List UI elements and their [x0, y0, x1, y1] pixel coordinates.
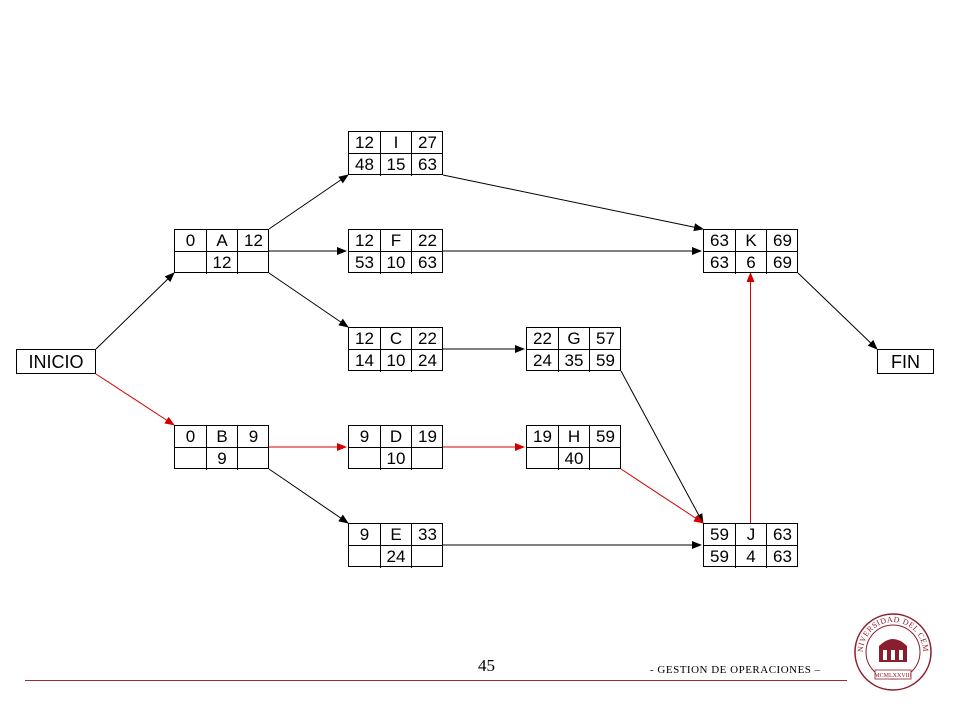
- late-start: [527, 448, 559, 470]
- late-finish: 59: [596, 351, 615, 370]
- start-label: INICIO: [28, 352, 84, 372]
- late-finish: [238, 252, 269, 274]
- activity-label: G: [559, 328, 590, 350]
- early-start: 9: [349, 426, 381, 448]
- duration: 10: [381, 252, 412, 274]
- edge-b-e: [268, 468, 349, 524]
- activity-label: C: [381, 328, 412, 350]
- early-start: 9: [349, 524, 381, 546]
- late-start: [175, 252, 207, 274]
- early-finish: 9: [238, 426, 269, 448]
- edge-inicio-a: [95, 272, 175, 350]
- activity-label: K: [736, 230, 767, 252]
- start-node: INICIO: [16, 349, 96, 374]
- edge-g-j: [620, 370, 704, 524]
- activity-node-f: 12 F 22 53 10 63: [348, 229, 443, 274]
- activity-label: I: [381, 132, 412, 154]
- early-finish: 59: [590, 426, 621, 448]
- footer-divider: [25, 680, 847, 681]
- late-start: 24: [527, 350, 559, 372]
- early-finish: 33: [412, 524, 443, 546]
- late-finish: [412, 546, 443, 568]
- activity-node-e: 9 E 33 24: [348, 523, 443, 568]
- early-start: 0: [175, 230, 207, 252]
- early-finish: 57: [590, 328, 621, 350]
- activity-node-g: 22 G 57 24 35 59: [526, 327, 621, 372]
- activity-node-h: 19 H 59 40: [526, 425, 621, 470]
- late-finish: 63: [418, 155, 437, 174]
- duration: 10: [381, 350, 412, 372]
- activity-node-a: 0 A 12 12: [174, 229, 269, 274]
- late-finish: [238, 448, 269, 470]
- activity-label: D: [381, 426, 412, 448]
- early-finish: 27: [412, 132, 443, 154]
- late-start: [175, 448, 207, 470]
- late-start: 48: [349, 154, 381, 176]
- late-finish: 63: [418, 253, 437, 272]
- late-finish: [412, 448, 443, 470]
- late-start: 63: [704, 252, 736, 274]
- duration: 12: [207, 252, 238, 274]
- activity-node-b: 0 B 9 9: [174, 425, 269, 470]
- late-finish: 63: [773, 547, 792, 566]
- edge-inicio-b-critical: [95, 373, 175, 426]
- early-finish: 12: [238, 230, 269, 252]
- early-start: 12: [349, 328, 381, 350]
- late-start: 53: [349, 252, 381, 274]
- duration: 35: [559, 350, 590, 372]
- duration: 10: [381, 448, 412, 470]
- activity-label: E: [381, 524, 412, 546]
- duration: 15: [381, 154, 412, 176]
- course-title: - GESTION DE OPERACIONES –: [650, 664, 821, 676]
- late-start: [349, 448, 381, 470]
- svg-text:MCMLXXVIII: MCMLXXVIII: [874, 673, 911, 679]
- late-finish: 24: [418, 351, 437, 370]
- late-start: 59: [704, 546, 736, 568]
- edge-h-j-critical: [620, 468, 704, 524]
- late-start: 14: [349, 350, 381, 372]
- activity-node-j: 59 J 63 59 4 63: [703, 523, 798, 568]
- early-start: 59: [704, 524, 736, 546]
- university-seal-logo: UNIVERSIDAD DEL CEMA MCMLXXVIII: [853, 612, 932, 691]
- late-finish: [590, 448, 621, 470]
- early-finish: 63: [767, 524, 798, 546]
- activity-label: H: [559, 426, 590, 448]
- activity-label: F: [381, 230, 412, 252]
- late-finish: 69: [773, 253, 792, 272]
- duration: 24: [381, 546, 412, 568]
- duration: 9: [207, 448, 238, 470]
- early-start: 19: [527, 426, 559, 448]
- activity-node-k: 63 K 69 63 6 69: [703, 229, 798, 274]
- early-finish: 69: [767, 230, 798, 252]
- duration: 4: [736, 546, 767, 568]
- activity-node-d: 9 D 19 10: [348, 425, 443, 470]
- edge-a-i: [268, 174, 349, 230]
- early-start: 0: [175, 426, 207, 448]
- activity-node-i: 12 I 27 48 15 63: [348, 131, 443, 176]
- early-finish: 22: [412, 328, 443, 350]
- edge-a-c: [268, 272, 349, 328]
- activity-node-c: 12 C 22 14 10 24: [348, 327, 443, 372]
- early-finish: 19: [412, 426, 443, 448]
- end-node: FIN: [877, 349, 934, 374]
- late-start: [349, 546, 381, 568]
- edge-k-fin: [797, 272, 878, 350]
- activity-label: A: [207, 230, 238, 252]
- activity-label: B: [207, 426, 238, 448]
- activity-label: J: [736, 524, 767, 546]
- early-finish: 22: [412, 230, 443, 252]
- end-label: FIN: [891, 352, 920, 372]
- page-number: 45: [478, 656, 495, 675]
- edge-i-k: [442, 174, 704, 232]
- duration: 40: [559, 448, 590, 470]
- early-start: 63: [704, 230, 736, 252]
- early-start: 22: [527, 328, 559, 350]
- duration: 6: [736, 252, 767, 274]
- early-start: 12: [349, 132, 381, 154]
- early-start: 12: [349, 230, 381, 252]
